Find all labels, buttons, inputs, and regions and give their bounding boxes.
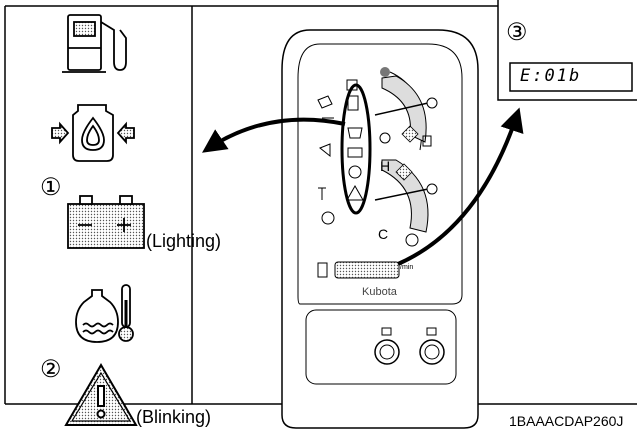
figure-code: 1BAAACDAP260J xyxy=(509,413,624,429)
warning-triangle-icon xyxy=(64,363,138,426)
fuel-gauge xyxy=(374,71,438,151)
warning-led xyxy=(380,67,390,77)
highlight-ellipse xyxy=(340,83,372,215)
coolant-temperature-icon xyxy=(75,284,134,343)
mini-oil-icon xyxy=(347,127,363,139)
switch-buttons xyxy=(374,327,445,365)
error-display-panel xyxy=(497,0,637,101)
error-code-text: E:01b xyxy=(520,66,582,86)
fuel-needle xyxy=(374,102,429,116)
arrow-to-left-panel xyxy=(202,117,346,153)
temp-mini-icon xyxy=(405,233,419,247)
mini-warning-icon xyxy=(346,184,364,201)
hourglass-icon xyxy=(317,262,328,278)
instrument-panel xyxy=(281,29,479,429)
lighting-label: (Lighting) xyxy=(146,231,222,251)
gauge-hot-label: H xyxy=(380,158,391,174)
rabbit-mini-icon xyxy=(317,95,333,109)
fuel-pump-icon xyxy=(62,14,127,73)
label-number-3: ③ xyxy=(506,19,528,46)
mini-temp-icon xyxy=(348,165,362,179)
battery-charge-icon xyxy=(67,195,145,249)
mini-battery-icon xyxy=(347,147,363,158)
arrow-to-display xyxy=(397,107,524,266)
light-mini-icon xyxy=(319,143,331,158)
rpm-unit-label: /min xyxy=(400,264,414,271)
temp-needle xyxy=(374,188,429,201)
filter-mini-icon xyxy=(321,211,335,225)
label-number-2: ② xyxy=(40,356,62,383)
label-number-1: ① xyxy=(40,174,62,201)
engine-oil-pressure-icon xyxy=(51,104,135,162)
blinking-label: (Blinking) xyxy=(136,407,212,427)
fuel-mini-icon xyxy=(422,135,432,147)
temperature-gauge xyxy=(374,159,438,247)
brand-logo: Kubota xyxy=(362,286,397,298)
gauge-cold-label: C xyxy=(378,226,389,242)
mini-indicator-dot xyxy=(379,132,391,144)
lcd-display xyxy=(334,261,400,279)
mini-fuel-icon xyxy=(347,95,359,111)
wrench-mini-icon xyxy=(318,187,326,200)
